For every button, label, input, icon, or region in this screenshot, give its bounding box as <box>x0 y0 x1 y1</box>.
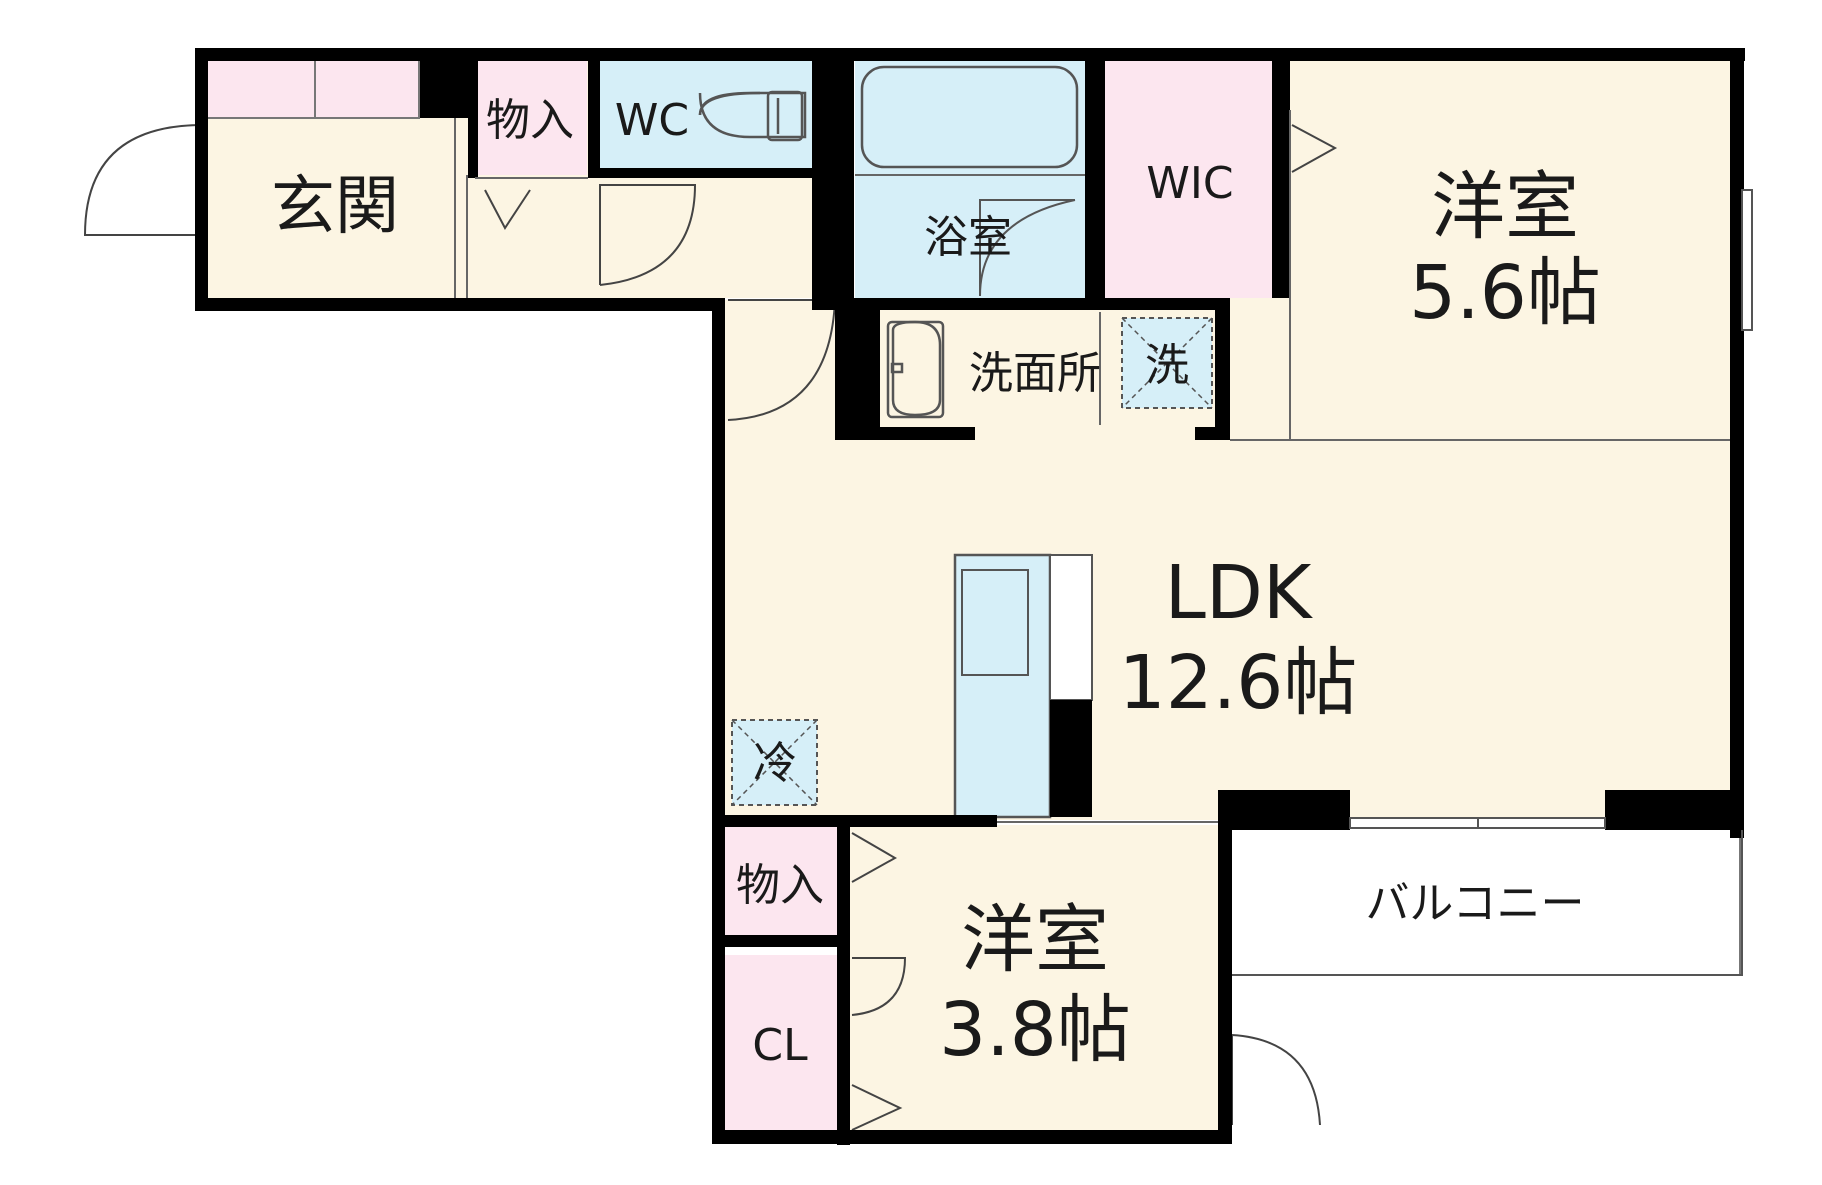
western-room-2-size: 3.8帖 <box>939 987 1131 1073</box>
toilet-icon <box>698 90 807 142</box>
western-room-1-size: 5.6帖 <box>1409 250 1601 336</box>
balcony-door <box>1231 1034 1321 1126</box>
storage-top-door <box>484 189 531 230</box>
ldk-door <box>727 299 836 421</box>
storage-top-label: 物入 <box>486 95 574 146</box>
closet-floor <box>725 955 837 1130</box>
storage-top-floor <box>475 60 587 175</box>
washer-icon <box>1121 317 1213 409</box>
balcony-rail <box>1232 830 1743 976</box>
ldk-label: LDK <box>1165 550 1314 636</box>
closet-door-lower <box>851 1084 903 1131</box>
walls <box>195 48 1745 1145</box>
shoe-cabinet <box>206 59 420 119</box>
fridge-label: 冷 <box>753 738 797 789</box>
storage-bottom-floor <box>725 825 837 935</box>
storage-bottom-door <box>851 832 898 883</box>
entrance-door <box>83 124 204 236</box>
balcony-label: バルコニー <box>1365 878 1584 929</box>
sink-icon <box>886 320 945 419</box>
storage-bottom-label: 物入 <box>736 860 824 911</box>
wic-floor <box>1105 60 1275 298</box>
western-room-2-label: 洋室 <box>961 897 1109 983</box>
balcony-floor <box>1229 819 1741 976</box>
ldk-size: 12.6帖 <box>1119 640 1358 726</box>
fridge-icon <box>731 719 818 806</box>
closet-door-upper <box>851 957 907 1016</box>
bath-floor <box>855 60 1085 298</box>
closet-label: CL <box>752 1020 808 1071</box>
windows <box>1349 189 1753 829</box>
western-room-2-floor <box>850 825 1220 1130</box>
bathtub-icon <box>860 65 1079 169</box>
western-room-1-label: 洋室 <box>1431 164 1579 250</box>
bath-label: 浴室 <box>924 212 1012 263</box>
wc-label: WC <box>615 95 689 146</box>
washroom-label: 洗面所 <box>969 348 1101 399</box>
thin-partitions <box>454 110 1730 823</box>
wic-label: WIC <box>1146 158 1233 209</box>
bath-door <box>979 198 1075 296</box>
kitchen-counter <box>953 553 1093 819</box>
western-room-1-door <box>1291 124 1338 173</box>
washer-label: 洗 <box>1145 340 1189 391</box>
genkan-label: 玄関 <box>271 170 399 244</box>
corridor-door <box>599 184 697 286</box>
